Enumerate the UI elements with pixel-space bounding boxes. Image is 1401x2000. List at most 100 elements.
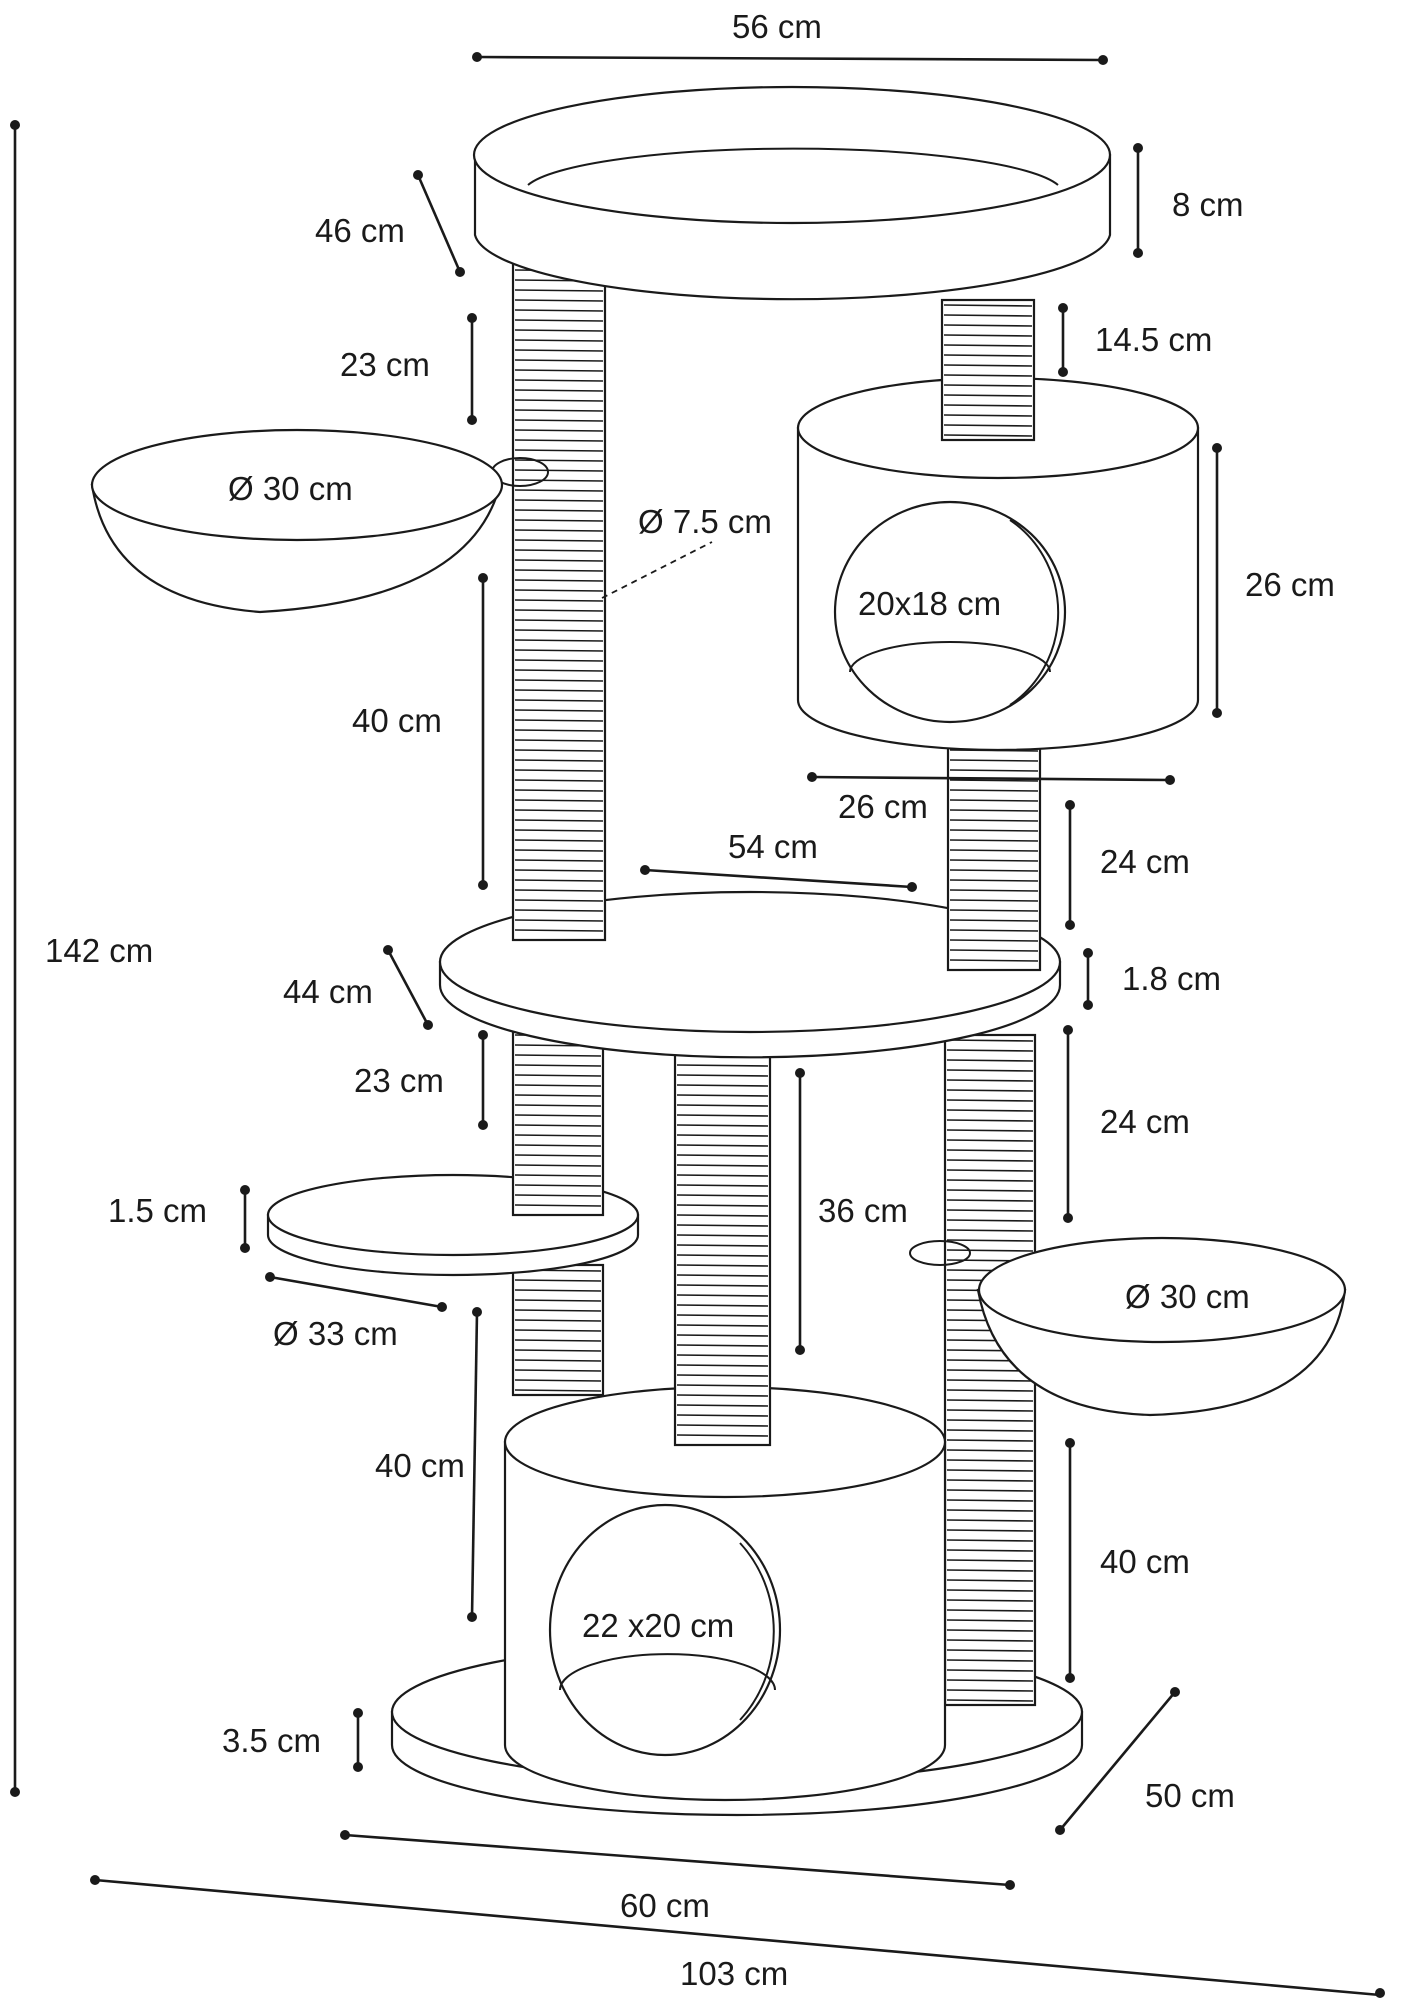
rope-stripe [514,1194,602,1197]
label-top-width: 56 cm [732,8,822,45]
rope-stripe [514,1389,602,1392]
rope-stripe [949,889,1039,892]
rope-stripe [943,354,1033,357]
rope-stripe [949,759,1039,762]
rope-stripe [676,1184,769,1187]
label-upper-left-post-gap: 23 cm [340,346,430,383]
left-middle-post [511,1028,605,1217]
rope-stripe [514,599,604,602]
rope-stripe [514,1094,602,1097]
top-bed [472,85,1112,301]
label-base-depth: 50 cm [1145,1777,1235,1814]
label-center-post-height: 36 cm [818,1192,908,1229]
rope-stripe [949,819,1039,822]
rope-stripe [514,619,604,622]
rope-stripe [946,1609,1034,1612]
rope-stripe [514,329,604,332]
rope-stripe [949,919,1039,922]
rope-stripe [676,1274,769,1277]
label-right-post-lower: 24 cm [1100,1103,1190,1140]
right-bowl [909,1236,1347,1417]
rope-stripe [514,1299,602,1302]
rope-stripe [949,829,1039,832]
rope-stripe [943,434,1033,437]
rope-stripe [943,314,1033,317]
rope-stripe [514,1279,602,1282]
rope-stripe [514,339,604,342]
rope-stripe [949,899,1039,902]
label-middle-platform-thickness: 1.8 cm [1122,960,1221,997]
rope-stripe [949,909,1039,912]
rope-stripe [676,1114,769,1117]
rope-stripe [676,1294,769,1297]
label-lower-cave-opening: 22 x20 cm [582,1607,734,1644]
left-bowl [90,428,549,614]
rope-stripe [676,1084,769,1087]
label-left-post-height: 40 cm [352,702,442,739]
rope-stripe [514,909,604,912]
rope-stripe [514,639,604,642]
rope-stripe [943,424,1033,427]
rope-stripe [514,1124,602,1127]
rope-stripe [946,1599,1034,1602]
rope-stripe [946,1169,1034,1172]
rope-stripe [514,1104,602,1107]
rope-stripe [676,1384,769,1387]
small-platform [266,1173,640,1277]
rope-stripe [943,414,1033,417]
rope-stripe [946,1379,1034,1382]
rope-stripe [514,759,604,762]
rope-stripe [514,729,604,732]
rope-stripe [514,1204,602,1207]
rope-stripe [946,1179,1034,1182]
rope-stripe [946,1239,1034,1242]
rope-stripe [943,344,1033,347]
rope-stripe [514,879,604,882]
rope-stripe [514,389,604,392]
rope-stripe [514,809,604,812]
rope-stripe [514,1174,602,1177]
rope-stripe [949,849,1039,852]
rope-stripe [514,479,604,482]
left-upper-post [511,258,607,942]
rope-stripe [946,1389,1034,1392]
rope-stripe [949,859,1039,862]
rope-stripe [946,1419,1034,1422]
rope-stripe [946,1529,1034,1532]
rope-stripe [514,349,604,352]
rope-stripe [514,429,604,432]
rope-stripe [514,1359,602,1362]
lower-cave-opening [548,1503,782,1757]
rope-stripe [514,679,604,682]
rope-stripe [676,1154,769,1157]
rope-stripe [946,1649,1034,1652]
rope-stripe [676,1424,769,1427]
rope-stripe [514,419,604,422]
label-base-width: 60 cm [620,1887,710,1924]
label-right-bowl-diameter: Ø 30 cm [1125,1278,1250,1315]
rope-stripe [514,409,604,412]
rope-stripe [514,569,604,572]
rope-stripe [946,1189,1034,1192]
rope-stripe [946,1439,1034,1442]
rope-stripe [514,669,604,672]
label-top-height: 8 cm [1172,186,1244,223]
rope-stripe [514,609,604,612]
right-middle-post [946,743,1042,972]
rope-stripe [676,1214,769,1217]
rope-stripe [946,1479,1034,1482]
rope-stripe [514,799,604,802]
rope-stripe [514,1084,602,1087]
rope-stripe [514,489,604,492]
label-left-bowl-diameter: Ø 30 cm [228,470,353,507]
rope-stripe [946,1049,1034,1052]
rope-stripe [949,769,1039,772]
rope-stripe [946,1429,1034,1432]
rope-stripe [676,1324,769,1327]
rope-stripe [514,509,604,512]
rope-stripe [514,1054,602,1057]
rope-stripe [514,749,604,752]
rope-stripe [514,1074,602,1077]
rope-stripe [946,1089,1034,1092]
rope-stripe [946,1459,1034,1462]
